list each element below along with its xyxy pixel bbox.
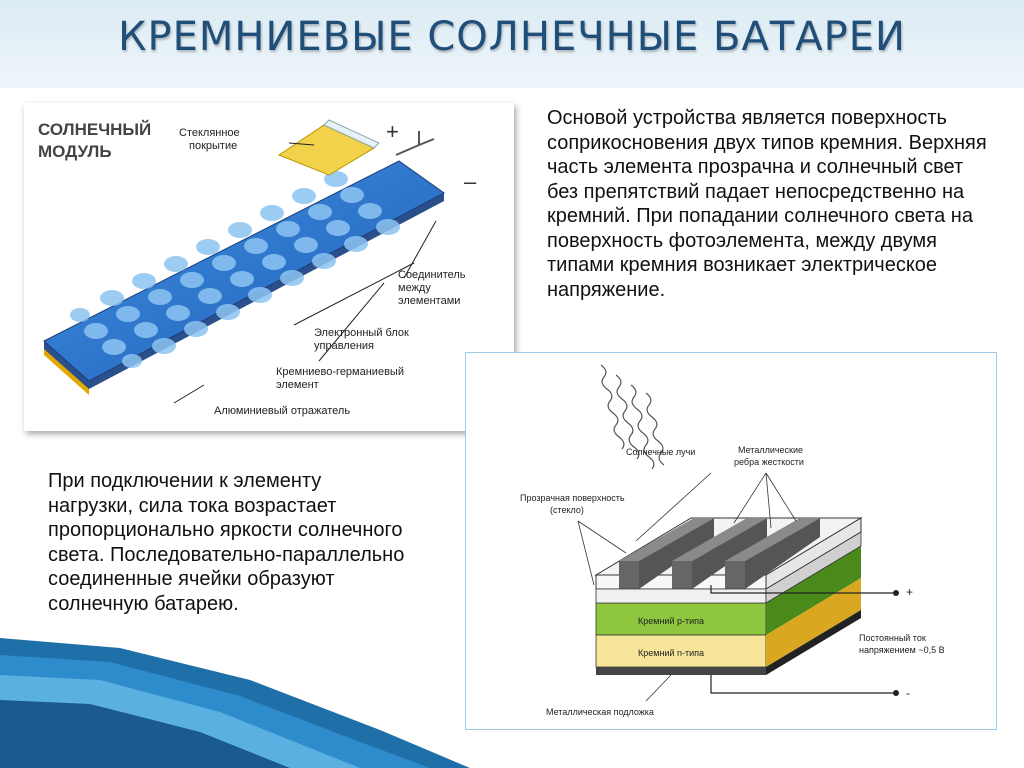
p-type-side [766,546,861,635]
slide-title: КРЕМНИЕВЫЕ СОЛНЕЧНЫЕ БАТАРЕИ [118,14,906,60]
module-plus-label: + [386,119,399,144]
connector-label-line2: между [398,282,431,294]
control-label-line2: управления [314,340,374,352]
n-type-side [766,578,861,667]
wave-decoration [0,638,470,768]
current-label-line2: напряжением ~0,5 В [859,645,945,655]
cell-section-figure: Солнечные лучи Металлические ребра жестк… [465,352,997,730]
ribs-label-line2: ребра жесткости [734,457,804,467]
glass-label-line1: Прозрачная поверхность [520,493,625,503]
minus-label: - [906,686,910,700]
n-type-label: Кремний n-типа [638,648,704,658]
substrate-label: Металлическая подложка [546,707,654,717]
module-heading-line2: МОДУЛЬ [38,142,112,161]
current-label-line1: Постоянный ток [859,633,926,643]
connector-label-line1: Соединитель [398,269,466,281]
glass-label-line2: покрытие [189,140,237,152]
control-label-line1: Электронный блок [314,327,409,339]
glass-label-line2: (стекло) [550,505,584,515]
element-label-line2: элемент [276,379,319,391]
paragraph-bottom: При подключении к элементу нагрузки, сил… [48,470,405,615]
module-heading-line1: СОЛНЕЧНЫЙ [38,120,151,139]
element-label-line1: Кремниево-германиевый [276,366,404,378]
module-minus-label: – [464,169,477,194]
reflector-label: Алюминиевый отражатель [214,405,350,417]
plus-label: + [906,585,913,599]
solar-module-figure: СОЛНЕЧНЫЙ МОДУЛЬ Стеклянное покрытие + –… [24,103,514,431]
glass-cover [277,124,376,176]
minus-terminal [893,690,899,696]
panel-cells [70,171,400,368]
title-bar [0,0,1024,88]
sun-rays [600,364,665,470]
connector-label-line3: элементами [398,295,460,307]
glass-label-line1: Стеклянное [179,127,240,139]
ribs-label-line1: Металлические [738,445,803,455]
plus-terminal [893,590,899,596]
rays-label: Солнечные лучи [626,447,695,457]
metal-substrate [596,667,766,675]
p-type-label: Кремний p-типа [638,616,704,626]
metal-ribs [619,518,820,589]
paragraph-top: Основой устройства является поверхность … [547,107,987,301]
